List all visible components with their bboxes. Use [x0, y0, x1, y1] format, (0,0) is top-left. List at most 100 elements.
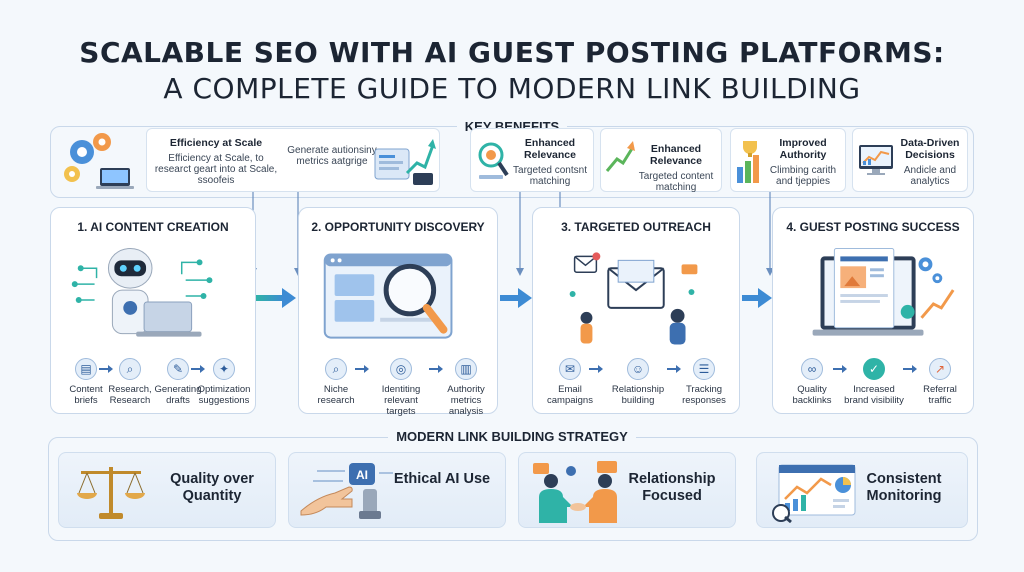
- benefit-desc: Climbing carith and tjeppies: [769, 165, 837, 187]
- benefit-title: Improved Authority: [779, 137, 827, 161]
- step-identifying-targets: ◎ Identiting relevant targets: [369, 358, 433, 417]
- step-label: Increased brand visibility: [844, 384, 904, 406]
- step-generating-drafts: ✎ Generating drafts: [149, 358, 207, 406]
- strategy-heading: MODERN LINK BUILDING STRATEGY: [388, 429, 636, 444]
- strategy-card-quality: Quality over Quantity: [58, 452, 276, 528]
- step-label: Content briefs: [69, 384, 103, 406]
- ai-hand-icon: AI: [300, 463, 393, 519]
- step-arrow: [589, 365, 603, 373]
- step-label: Niche research: [317, 384, 355, 406]
- strategy-card-monitoring: Consistent Monitoring: [756, 452, 968, 528]
- benefit-desc: Targeted contsnt matching: [513, 165, 587, 187]
- step-research: ⌕ Research, Research: [101, 358, 159, 406]
- flow-arrow-1: [256, 288, 296, 308]
- process-panel-outreach: 3. TARGETED OUTREACH ✉ Email campaigns ☺…: [532, 207, 740, 414]
- trophy-chart-icon: [737, 141, 759, 183]
- doc-icon: ▤: [75, 358, 97, 380]
- step-label: Authority metrics analysis: [447, 384, 485, 417]
- step-label: Identiting relevant targets: [381, 384, 421, 417]
- step-arrow: [903, 365, 917, 373]
- step-label: Generating drafts: [154, 384, 202, 406]
- strategy-label: Ethical AI Use: [393, 471, 491, 487]
- step-niche-research: ⌕ Niche research: [307, 358, 365, 406]
- magnifier-target-icon: [478, 142, 509, 179]
- gears-icon: [64, 133, 134, 189]
- benefit-desc: Efficiency at Scale, to researct geart i…: [154, 153, 278, 186]
- step-label: Quality backlinks: [792, 384, 832, 406]
- process-panel-ai-content: 1. AI CONTENT CREATION ▤ Content briefs …: [50, 207, 256, 414]
- process-panel-opportunity: 2. OPPORTUNITY DISCOVERY ⌕ Niche researc…: [298, 207, 498, 417]
- strategy-card-relationship: Relationship Focused: [518, 452, 736, 528]
- step-arrow: [833, 365, 847, 373]
- step-quality-backlinks: ∞ Quality backlinks: [783, 358, 841, 406]
- step-label: Relationship building: [611, 384, 665, 406]
- step-arrow: [99, 365, 113, 373]
- panel-heading: 3. TARGETED OUTREACH: [561, 220, 711, 234]
- process-panel-success: 4. GUEST POSTING SUCCESS ∞ Quality backl…: [772, 207, 974, 414]
- step-label: Email campaigns: [547, 384, 593, 406]
- robot-laptop-illustration: [71, 247, 213, 337]
- strategy-label: Relationship Focused: [628, 471, 716, 504]
- benefit-card-efficiency: Efficiency at Scale Efficiency at Scale,…: [146, 128, 440, 192]
- step-arrow: [667, 365, 681, 373]
- step-arrow: [355, 365, 369, 373]
- check-icon: ✓: [863, 358, 885, 380]
- pencil-doc-icon: ✎: [167, 358, 189, 380]
- benefit-title: Enhanced Relevance: [650, 143, 702, 167]
- step-tracking-responses: ☰ Tracking responses: [673, 358, 735, 406]
- people-icon: ☺: [627, 358, 649, 380]
- search-icon: ⌕: [119, 358, 141, 380]
- dashboard-chart-icon: [374, 139, 436, 185]
- laptop-post-illustration: [812, 247, 955, 336]
- email-outreach-illustration: [569, 252, 698, 345]
- trend-icon: ↗: [929, 358, 951, 380]
- benefit-desc: Generate autionsiny metrics aatgrige: [287, 145, 377, 167]
- growth-arrow-icon: [605, 141, 635, 172]
- link-icon: ∞: [801, 358, 823, 380]
- step-content-briefs: ▤ Content briefs: [57, 358, 115, 406]
- step-referral-traffic: ↗ Referral traffic: [911, 358, 969, 406]
- benefit-title: Data-Driven Decisions: [900, 137, 960, 161]
- ai-badge-text: AI: [356, 468, 368, 482]
- sparkle-chart-icon: ✦: [213, 358, 235, 380]
- handshake-icon: [533, 461, 617, 523]
- step-authority-metrics: ▥ Authority metrics analysis: [437, 358, 495, 417]
- step-label: Optimization suggestions: [197, 384, 251, 406]
- monitoring-dashboard-icon: [772, 464, 856, 523]
- benefit-title: Enhanced Relevance: [524, 137, 576, 161]
- browser-magnifier-illustration: [323, 253, 453, 339]
- step-label: Tracking responses: [682, 384, 726, 406]
- target-icon: ◎: [390, 358, 412, 380]
- benefit-desc: Andicle and analytics: [903, 165, 957, 187]
- strategy-card-ethical-ai: AI Ethical AI Use: [288, 452, 506, 528]
- step-email-campaigns: ✉ Email campaigns: [541, 358, 599, 406]
- strategy-label: Quality over Quantity: [170, 471, 254, 504]
- benefit-card-relevance: Enhanced Relevance Targeted contsnt matc…: [470, 128, 594, 192]
- bar-chart-icon: ▥: [455, 358, 477, 380]
- analytics-monitor-icon: [859, 145, 893, 175]
- page-title-line2: A COMPLETE GUIDE TO MODERN LINK BUILDING: [163, 72, 861, 105]
- step-relationship-building: ☺ Relationship building: [605, 358, 671, 406]
- flow-arrow-2: [500, 288, 532, 308]
- step-label: Research, Research: [108, 384, 152, 406]
- benefit-desc: Targeted content matching: [638, 171, 714, 193]
- benefit-card-data-driven: Data-Driven Decisions Andicle and analyt…: [852, 128, 968, 192]
- benefit-card-relevance-2: Enhanced Relevance Targeted content matc…: [600, 128, 722, 193]
- panel-heading: 4. GUEST POSTING SUCCESS: [786, 220, 960, 234]
- search-icon: ⌕: [325, 358, 347, 380]
- list-icon: ☰: [693, 358, 715, 380]
- email-icon: ✉: [559, 358, 581, 380]
- benefit-title: Efficiency at Scale: [169, 137, 263, 149]
- step-label: Referral traffic: [923, 384, 957, 406]
- flow-arrow-3: [742, 288, 772, 308]
- scale-balance-icon: [77, 467, 145, 519]
- panel-heading: 2. OPPORTUNITY DISCOVERY: [311, 220, 485, 234]
- step-brand-visibility: ✓ Increased brand visibility: [843, 358, 905, 406]
- page-title-line1: SCALABLE SEO WITH AI GUEST POSTING PLATF…: [79, 36, 945, 69]
- step-arrow: [191, 365, 205, 373]
- step-arrow: [429, 365, 443, 373]
- strategy-label: Consistent Monitoring: [866, 471, 942, 504]
- step-optimization: ✦ Optimization suggestions: [195, 358, 253, 406]
- benefit-card-authority: Improved Authority Climbing carith and t…: [730, 128, 846, 192]
- panel-heading: 1. AI CONTENT CREATION: [77, 220, 229, 234]
